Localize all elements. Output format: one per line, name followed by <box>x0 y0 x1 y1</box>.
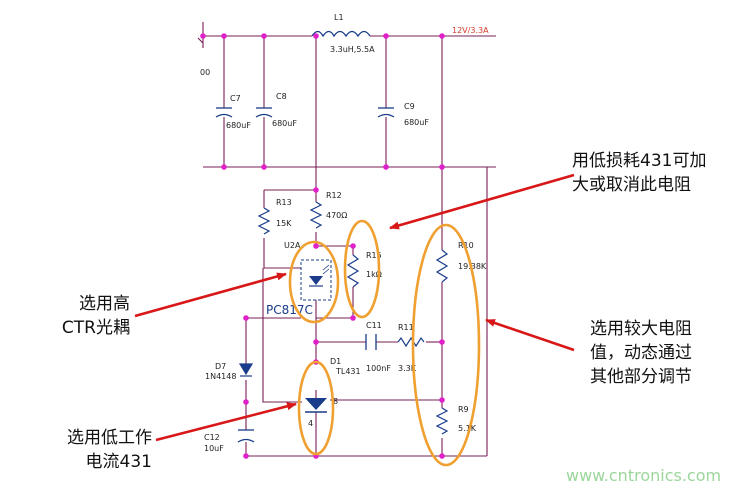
d7-value: 1N4148 <box>205 372 236 381</box>
r13-ref: R13 <box>276 198 292 207</box>
arrow-tl431 <box>155 402 297 442</box>
c8-ref: C8 <box>276 92 287 101</box>
highlight-tl431 <box>297 360 335 456</box>
highlight-ellipses <box>288 219 481 467</box>
output-label: 12V/3.3A <box>452 26 489 35</box>
optocoupler-pc817 <box>300 259 332 301</box>
r13-value: 15K <box>276 219 292 228</box>
note-tl431: 选用低工作 电流431 <box>34 426 152 474</box>
note-ctr: 选用高 CTR光耦 <box>36 292 130 340</box>
note-ctr-line2: CTR光耦 <box>61 318 130 338</box>
r11-ref: R11 <box>398 323 414 332</box>
d7-ref: D7 <box>215 362 226 371</box>
c9-ref: C9 <box>404 102 415 111</box>
c9-value: 680uF <box>404 118 429 127</box>
c12-value: 10uF <box>204 444 224 453</box>
note-r15-line1: 用低损耗431可加 <box>572 151 707 171</box>
note-ctr-line1: 选用高 <box>79 294 130 314</box>
resistor-r9 <box>435 407 449 435</box>
arrow-divider <box>485 318 575 352</box>
resistor-r13 <box>257 207 271 235</box>
tl431-pin4: 4 <box>308 419 313 428</box>
highlight-optocoupler <box>288 240 340 324</box>
capacitor-c9 <box>377 107 395 118</box>
note-divider-line3: 其他部分调节 <box>590 367 692 387</box>
watermark: www.cntronics.com <box>566 466 722 485</box>
r12-value: 470Ω <box>326 211 347 220</box>
note-r15-line2: 大或取消此电阻 <box>572 175 691 195</box>
pc817-label: PC817C <box>266 303 313 317</box>
c11-ref: C11 <box>366 321 382 330</box>
resistor-r15 <box>346 254 360 288</box>
r11-value: 3.3K <box>398 364 417 373</box>
callout-arrows <box>134 173 575 442</box>
d1-ref: D1 <box>330 357 341 366</box>
note-tl431-line2: 电流431 <box>85 452 152 472</box>
note-divider-line2: 值，动态通过 <box>590 343 692 363</box>
c11-value: 100nF <box>366 364 391 373</box>
c12-ref: C12 <box>204 433 220 442</box>
arrow-r15 <box>389 173 575 230</box>
resistor-r11 <box>397 336 425 348</box>
u2a-ref: U2A <box>284 241 301 250</box>
capacitor-c12 <box>237 429 255 443</box>
note-divider-line1: 选用较大电阻 <box>590 319 692 339</box>
component-labels: L1 3.3uH,5.5A 12V/3.3A 00 C7 680uF C8 68… <box>200 13 489 453</box>
r10-value: 19.38K <box>458 262 487 271</box>
d1-value: TL431 <box>335 367 361 376</box>
l1-ref: L1 <box>334 13 344 22</box>
r9-ref: R9 <box>458 405 469 414</box>
diode-d7 <box>238 363 254 377</box>
r15-value: 1kΩ <box>366 270 382 279</box>
tl431-pin8: 8 <box>333 397 338 406</box>
l1-value: 3.3uH,5.5A <box>330 45 375 54</box>
arrow-ctr <box>134 272 287 318</box>
resistor-r10 <box>435 249 449 283</box>
wires <box>197 22 496 457</box>
node-dots <box>200 33 445 459</box>
note-r15: 用低损耗431可加 大或取消此电阻 <box>572 149 706 197</box>
capacitor-c8 <box>255 107 273 118</box>
r12-ref: R12 <box>326 191 342 200</box>
c7-ref: C7 <box>230 94 241 103</box>
note-divider: 选用较大电阻 值，动态通过 其他部分调节 <box>590 317 692 389</box>
capacitor-c11 <box>365 334 377 350</box>
tl431-d1 <box>305 390 327 413</box>
inductor-l1 <box>311 30 371 38</box>
r9-value: 5.1K <box>458 424 477 433</box>
highlight-divider <box>411 223 481 467</box>
resistor-r12 <box>309 201 323 229</box>
left-fragment: 00 <box>200 68 210 77</box>
c7-value: 680uF <box>226 121 251 130</box>
r15-ref: R15 <box>366 251 382 260</box>
note-tl431-line1: 选用低工作 <box>67 428 152 448</box>
capacitor-c7 <box>215 107 233 118</box>
c8-value: 680uF <box>272 119 297 128</box>
highlight-r15 <box>343 219 381 319</box>
